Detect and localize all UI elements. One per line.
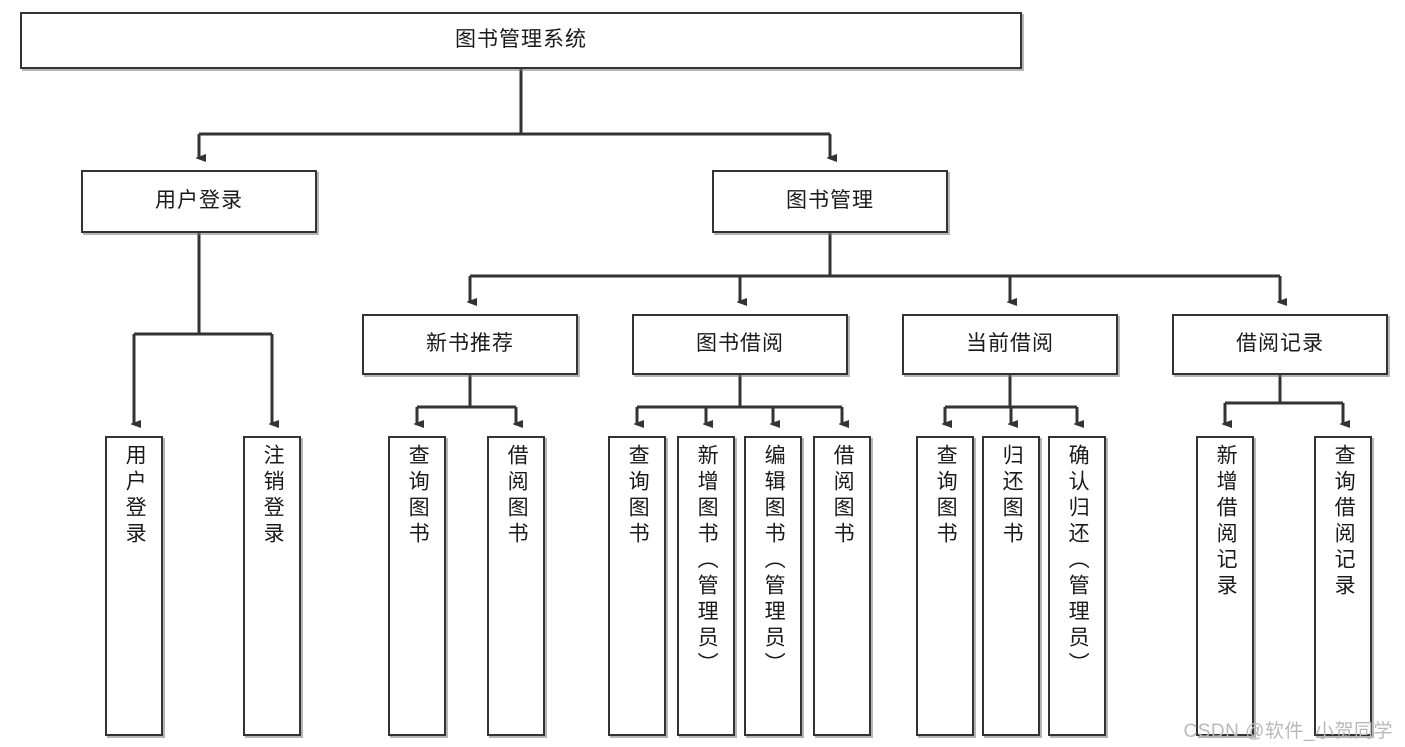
node-new-book-rec-label: 新书推荐 xyxy=(426,332,514,356)
node-leaf-user-logout-label: 注销登录 xyxy=(261,444,285,548)
node-leaf-return-book[interactable]: 归还图书 xyxy=(982,436,1040,736)
node-leaf-query-book-1[interactable]: 查询图书 xyxy=(388,436,446,736)
node-leaf-borrow-book-2-label: 借阅图书 xyxy=(831,444,855,548)
node-book-borrow-label: 图书借阅 xyxy=(696,332,784,356)
node-book-manage[interactable]: 图书管理 xyxy=(712,170,948,233)
node-leaf-borrow-book-1[interactable]: 借阅图书 xyxy=(487,436,545,736)
node-borrow-record[interactable]: 借阅记录 xyxy=(1172,314,1388,375)
node-leaf-query-record[interactable]: 查询借阅记录 xyxy=(1314,436,1372,736)
node-leaf-edit-book-label: 编辑图书（管理员） xyxy=(762,444,786,678)
node-leaf-edit-book[interactable]: 编辑图书（管理员） xyxy=(744,436,802,736)
node-current-borrow[interactable]: 当前借阅 xyxy=(902,314,1118,375)
node-book-borrow[interactable]: 图书借阅 xyxy=(632,314,848,375)
node-leaf-query-book-2-label: 查询图书 xyxy=(626,444,650,548)
node-root[interactable]: 图书管理系统 xyxy=(20,12,1022,69)
node-leaf-query-book-3-label: 查询图书 xyxy=(934,444,958,548)
node-leaf-add-book-label: 新增图书（管理员） xyxy=(695,444,719,678)
node-leaf-query-book-3[interactable]: 查询图书 xyxy=(916,436,974,736)
node-book-manage-label: 图书管理 xyxy=(786,189,874,213)
node-leaf-user-login[interactable]: 用户登录 xyxy=(105,436,163,736)
node-leaf-borrow-book-1-label: 借阅图书 xyxy=(505,444,529,548)
node-leaf-confirm-return-label: 确认归还（管理员） xyxy=(1066,444,1090,678)
node-leaf-user-login-label: 用户登录 xyxy=(123,444,147,548)
node-user-login[interactable]: 用户登录 xyxy=(81,170,317,233)
node-leaf-return-book-label: 归还图书 xyxy=(1000,444,1024,548)
node-leaf-query-book-2[interactable]: 查询图书 xyxy=(608,436,666,736)
node-leaf-confirm-return[interactable]: 确认归还（管理员） xyxy=(1048,436,1106,736)
node-new-book-rec[interactable]: 新书推荐 xyxy=(362,314,578,375)
node-leaf-query-book-1-label: 查询图书 xyxy=(406,444,430,548)
node-leaf-query-record-label: 查询借阅记录 xyxy=(1332,444,1356,600)
node-leaf-add-record[interactable]: 新增借阅记录 xyxy=(1196,436,1254,736)
node-leaf-add-record-label: 新增借阅记录 xyxy=(1214,444,1238,600)
node-current-borrow-label: 当前借阅 xyxy=(966,332,1054,356)
node-root-label: 图书管理系统 xyxy=(455,28,587,52)
node-leaf-user-logout[interactable]: 注销登录 xyxy=(243,436,301,736)
node-leaf-add-book[interactable]: 新增图书（管理员） xyxy=(677,436,735,736)
node-borrow-record-label: 借阅记录 xyxy=(1236,332,1324,356)
node-user-login-label: 用户登录 xyxy=(155,189,243,213)
node-leaf-borrow-book-2[interactable]: 借阅图书 xyxy=(813,436,871,736)
